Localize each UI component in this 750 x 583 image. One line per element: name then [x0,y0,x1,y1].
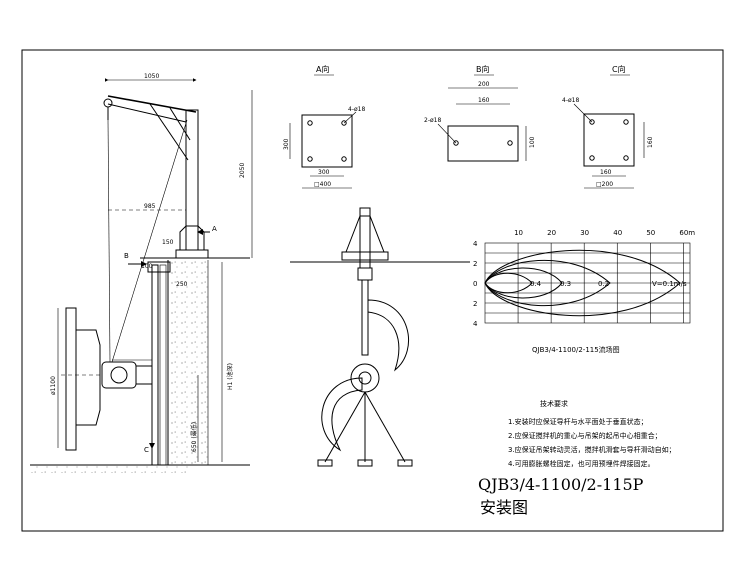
sheet-frame [21,49,724,532]
flow-x-tick: 20 [547,229,556,237]
flow-y-tick: 4 [473,240,478,248]
view-b-side-dim: 100 [529,136,536,148]
contour-0.3 [484,267,563,299]
elevation-view: 1050 2050 985 150 100 250 ø1100 H1 (池深) … [30,73,253,473]
flow-x-tick: 10 [514,229,523,237]
dim-1050: 1050 [144,73,159,80]
crane-column [185,109,199,251]
upper-blade [367,299,409,372]
flow-x-tick: 50 [646,229,655,237]
dim-diameter: ø1100 [50,376,57,395]
contour-0.2 [484,259,611,307]
flow-x-tick: 60m [679,229,695,237]
view-c-square-dim: □200 [596,181,613,188]
flow-y-tick: 0 [473,280,477,288]
arrow-b-label: B [124,252,129,260]
flow-y-tick: 2 [473,300,477,308]
technical-notes: 技术要求 1.安装时应保证导杆与水平面处于垂直状态； 2.应保证搅拌机的重心与吊… [508,399,676,468]
drawing-model: QJB3/4-1100/2-115P [478,475,644,494]
lower-blade [321,377,363,452]
crane-boom [107,95,197,113]
dim-150: 150 [162,239,174,246]
guide-rod [151,264,159,466]
mixer-unit [60,307,153,451]
drawing-name: 安装图 [480,498,528,517]
flow-x-tick: 40 [613,229,622,237]
pool-wall [168,260,208,465]
flow-y-tick: 4 [473,320,478,328]
view-c-bottom-dim: 160 [600,169,612,176]
crane-base [175,249,209,259]
view-a-holes: 4-ø18 [348,106,365,113]
view-b: B向 200 160 2-ø18 100 [424,64,536,162]
contour-label-0.2: 0.2 [598,280,609,288]
view-c-side-dim: 160 [647,136,654,148]
side-guide-rod [359,207,371,269]
hoist-rope [107,119,111,363]
pulley [103,98,113,108]
view-a-plate [301,114,353,168]
view-b-top-dim2: 160 [478,97,490,104]
arrow-a-label: A [212,225,217,233]
note-2: 2.应保证搅拌机的重心与吊架的起吊中心相重合； [508,431,662,440]
flow-x-tick: 30 [580,229,589,237]
view-c: C向 4-ø18 160 160 □200 [562,64,654,189]
propeller-blade [65,307,77,451]
flow-chart-caption: QJB3/4-1100/2-115流场图 [532,345,620,354]
motor-housing [101,361,137,389]
view-b-holes: 2-ø18 [424,117,441,124]
contour-label-0.1: V=0.1m/s [652,280,687,288]
arrow-c-label: C [144,446,149,454]
note-1: 1.安装时应保证导杆与水平面处于垂直状态； [508,417,648,426]
view-b-title: B向 [476,64,490,74]
note-4: 4.可用膨胀螺栓固定，也可用预埋件焊接固定。 [508,459,655,468]
dim-250: 250 [176,281,188,288]
dim-2050: 2050 [239,163,246,178]
view-a-square-dim: □400 [314,181,331,188]
view-c-title: C向 [612,64,626,74]
dim-985: 985 [144,203,156,210]
dim-650: 650 (最低) [190,422,198,452]
view-a-side-dim: 300 [283,138,290,150]
view-c-plate [583,113,635,167]
side-view [290,207,470,467]
contour-label-0.4: 0.4 [530,280,542,288]
view-b-top-dim1: 200 [478,81,490,88]
view-a-bottom-dim: 300 [318,169,330,176]
note-3: 3.应保证吊架转动灵活，搅拌机滑套与导杆滑动自如； [508,445,676,454]
notes-title: 技术要求 [540,399,568,408]
contour-label-0.3: 0.3 [560,280,571,288]
view-a: A向 4-ø18 300 300 □400 [283,64,365,189]
view-c-holes: 4-ø18 [562,97,579,104]
dim-pool-depth: H1 (池深) [226,363,234,390]
contour-0.4 [484,272,533,294]
view-b-plate [447,125,519,162]
contour-0.1 [484,249,681,317]
view-a-title: A向 [316,64,329,74]
flow-y-tick: 2 [473,260,477,268]
